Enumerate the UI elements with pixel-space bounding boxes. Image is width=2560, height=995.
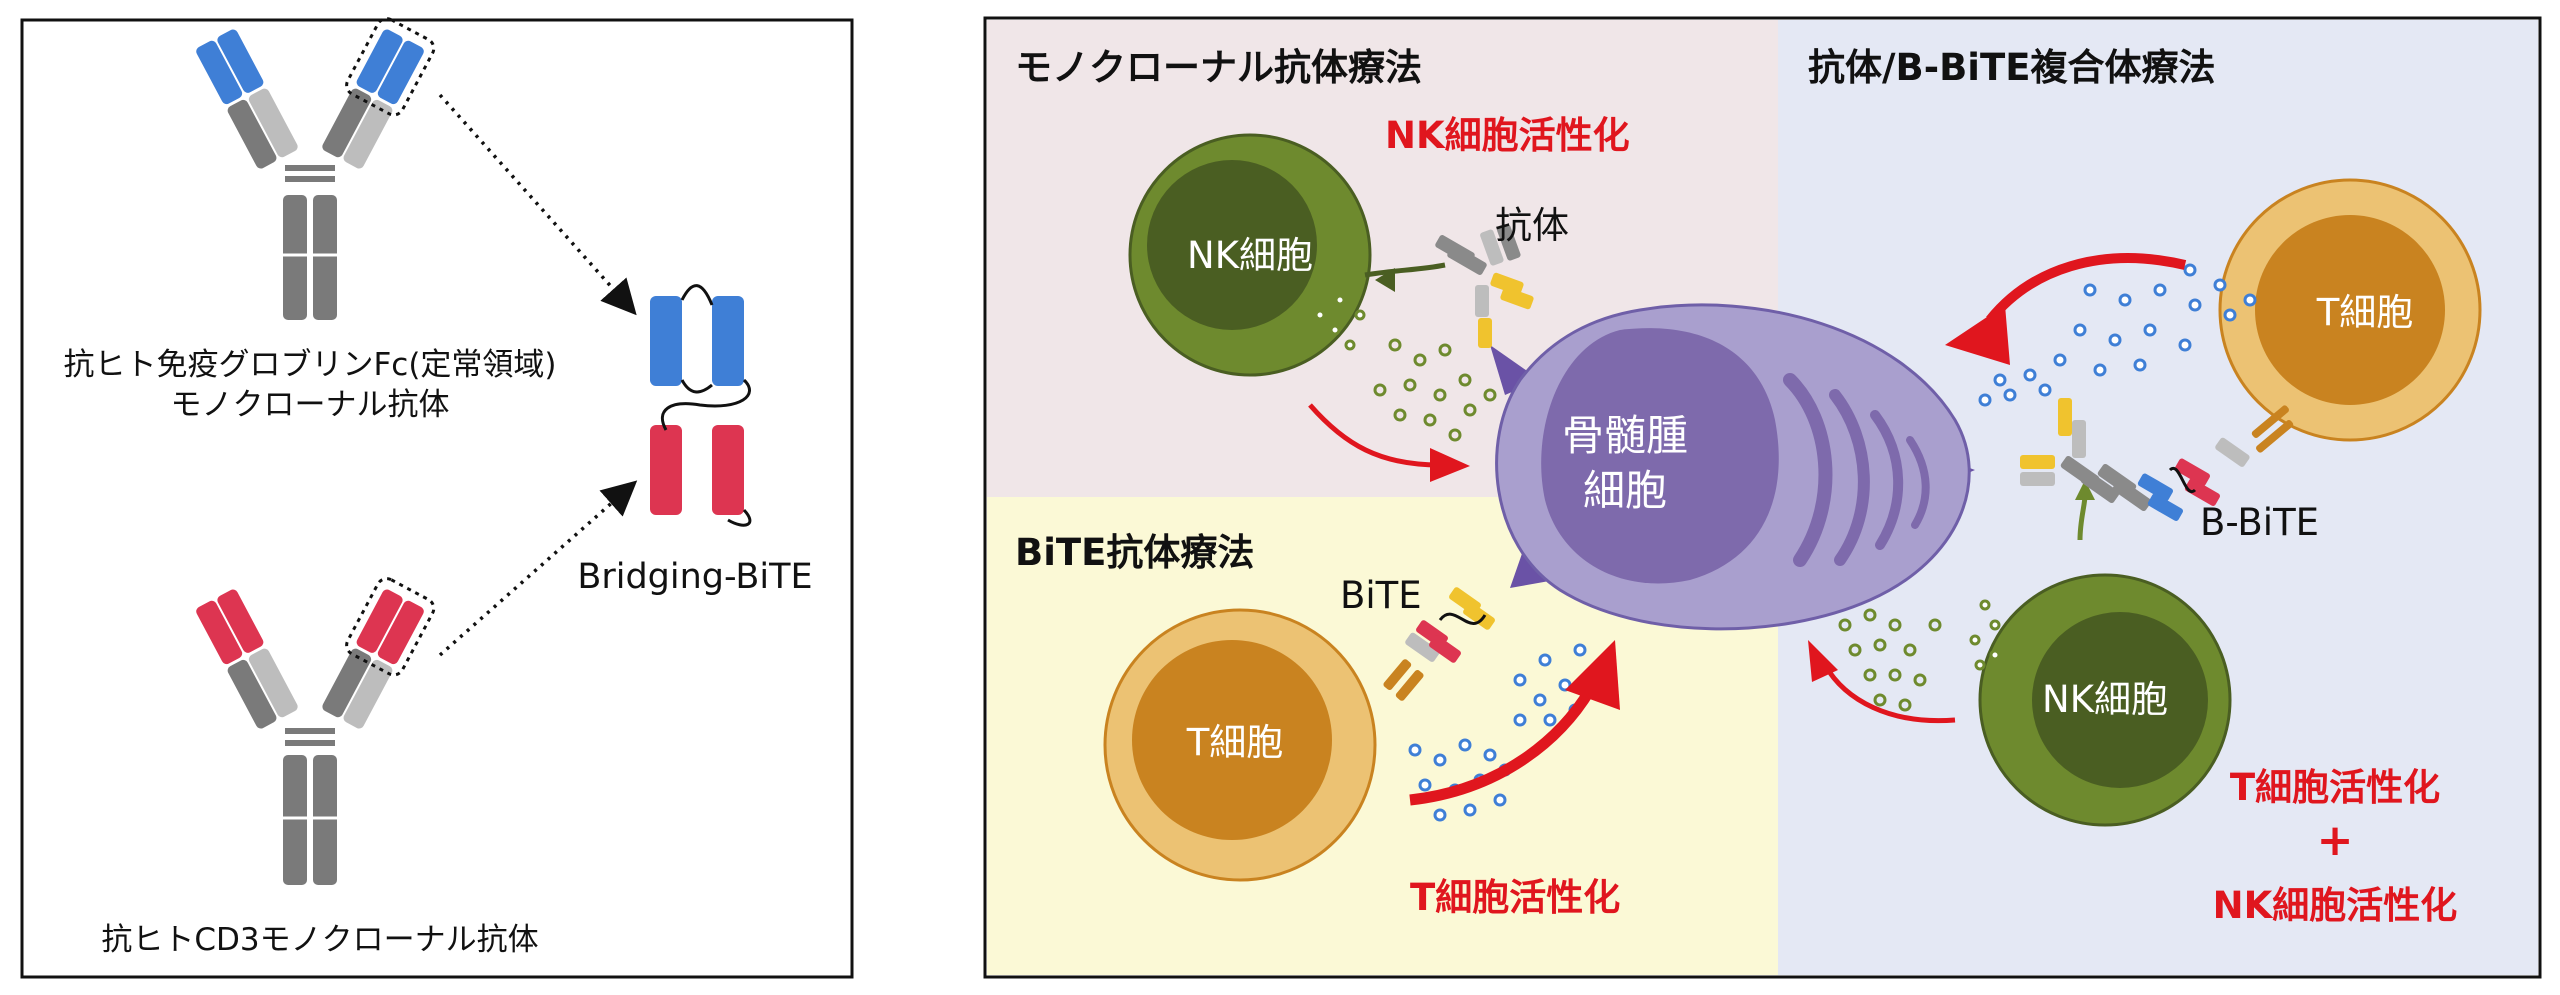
b-bite-complex <box>2020 398 2294 541</box>
nk-cell-bottom <box>1978 573 2232 827</box>
bite-molecule <box>1383 587 1495 701</box>
arrow-t-top <box>1986 253 2187 324</box>
dotted-arrow-upper <box>438 93 637 316</box>
anti-cd3-antibody <box>196 577 436 885</box>
cd3-binding-site-box <box>345 577 436 677</box>
anti-fc-antibody <box>196 17 436 320</box>
arrow-nk-bottom <box>1822 663 1956 724</box>
plus-sign: + <box>2317 815 2354 866</box>
t-cell-top-label: T細胞 <box>2316 291 2414 334</box>
anti-fc-label-line2: モノクローナル抗体 <box>171 387 450 423</box>
anti-fc-label-line1: 抗ヒト免疫グロブリンFc(定常領域) <box>63 347 556 383</box>
t-cell-top <box>2218 178 2482 442</box>
arrow-nk-top <box>1308 403 1441 468</box>
granules-t-top <box>1978 263 2257 407</box>
arrow-nk-top-head <box>1430 448 1470 482</box>
arrow-t-bottom <box>1409 687 1595 806</box>
granules-nk-top <box>1314 294 1497 442</box>
b-bite-label: B-BiTE <box>2200 501 2319 544</box>
nk-activation-top: NK細胞活性化 <box>1385 114 1630 157</box>
nk-activation-right: NK細胞活性化 <box>2213 884 2458 927</box>
nk-cell-top <box>1128 133 1372 377</box>
left-panel: 抗ヒト免疫グロブリンFc(定常領域) モノクローナル抗体 抗ヒト <box>20 17 854 979</box>
myeloma-label-line2: 細胞 <box>1583 466 1667 515</box>
t-cell-bottom <box>1103 608 1377 882</box>
fc-binding-site-box <box>345 17 436 117</box>
t-activation-right: T細胞活性化 <box>2230 766 2440 809</box>
granules-nk-bottom <box>1838 599 2001 712</box>
t-activation-bottom: T細胞活性化 <box>1410 876 1620 919</box>
myeloma-label-line1: 骨髄腫 <box>1562 411 1688 460</box>
monoclonal-therapy-title: モノクローナル抗体療法 <box>1015 46 1422 89</box>
nk-cell-bottom-label: NK細胞 <box>2042 678 2168 721</box>
anti-cd3-label: 抗ヒトCD3モノクローナル抗体 <box>101 922 538 958</box>
bridging-bite-molecule <box>650 284 752 527</box>
arrow-t-top-head <box>1945 305 2010 365</box>
bridging-bite-label: Bridging-BiTE <box>577 557 812 597</box>
right-panel-frame <box>983 16 2542 979</box>
bite-therapy-title: BiTE抗体療法 <box>1015 531 1254 574</box>
right-panel: モノクローナル抗体療法 抗体/B-BiTE複合体療法 BiTE抗体療法 骨髄腫 … <box>983 16 2542 979</box>
dotted-arrow-lower <box>438 480 638 657</box>
arrow-t-bottom-head <box>1565 640 1620 710</box>
antibody-top <box>1364 224 1534 348</box>
arrow-nk-bottom-head <box>1808 640 1838 682</box>
t-cell-bottom-label: T細胞 <box>1186 721 1284 764</box>
bite-label: BiTE <box>1340 574 1422 617</box>
complex-therapy-title: 抗体/B-BiTE複合体療法 <box>1808 46 2215 89</box>
nk-cell-top-label: NK細胞 <box>1187 234 1313 277</box>
myeloma-cell <box>1490 303 1975 631</box>
antibody-label: 抗体 <box>1495 204 1569 247</box>
